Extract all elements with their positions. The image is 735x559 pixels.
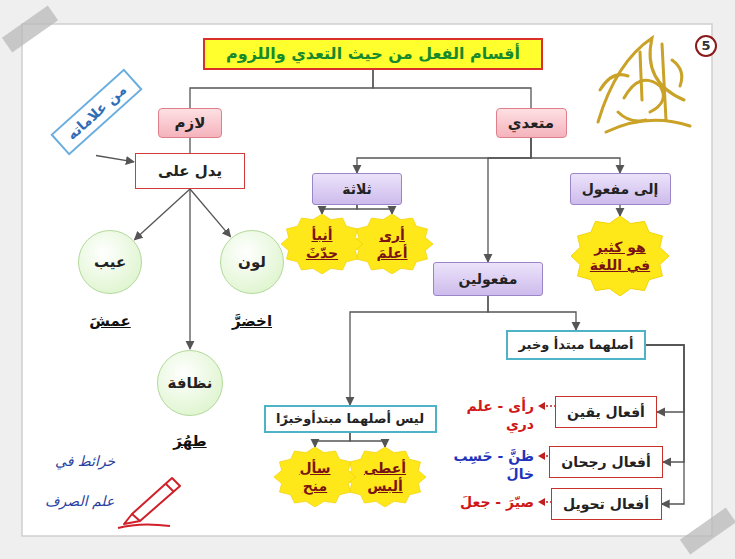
type-box: ثلاثة [312,173,402,205]
starburst-shape [274,447,356,507]
signature: خرائط في [55,452,115,470]
node-text: لازم [175,114,206,132]
signature: علم الصرف [45,492,114,510]
example-starburst: أعطى ألبس [344,447,426,507]
verb-examples: رأى - علم دري [450,397,534,433]
node-text: متعدي [508,114,554,132]
category-box: متعدي [496,108,567,138]
starburst-shape [344,447,426,507]
example-word: اخضرَّ [232,312,272,330]
node-text: أصلهما مبتدأ وخبر [518,336,633,354]
node-text: مفعولين [459,270,518,288]
connector [189,189,190,349]
connector [134,189,190,240]
connector [531,138,620,173]
example-starburst: هو كثير في اللغة [571,216,669,296]
connector [373,70,531,108]
node-text: عيب [94,253,126,271]
type-box: مفعولين [433,262,543,296]
node-text: أفعال تحويل [563,495,649,513]
meaning-circle: عيب [78,230,142,294]
node-text: نظافة [168,374,213,392]
gold-logo [598,38,690,132]
example-starburst: أرى أعلمَ [351,214,433,274]
category-box: لازم [158,108,222,138]
tape [2,6,58,53]
starburst-shape [351,214,433,274]
verb-examples: ظنَّ - حَسِب خالَ [450,447,534,483]
page-frame [22,24,712,536]
title-box: أقسام الفعل من حيث التعدي واللزوم [203,38,543,70]
node-text: ثلاثة [342,180,372,198]
starburst-shape [571,216,669,296]
meaning-circle: نظافة [157,350,223,416]
connector [322,205,357,214]
connector [357,138,531,173]
node-text: أعطى ألبس [360,459,410,495]
meaning-circle: لون [220,230,284,294]
node-text: أفعال يقين [567,403,645,421]
starburst-shape [281,214,363,274]
node-text: ليس أصلهما مبتدأوخبرًا [276,410,424,428]
connector [350,433,385,447]
example-word: طهُرَ [173,432,206,450]
connector [350,296,488,405]
node-text: أقسام الفعل من حيث التعدي واللزوم [226,45,520,63]
example-word: عمشَ [89,312,131,330]
connector [488,296,576,330]
node-text: أنبأ حدّثَ [297,226,347,262]
sign-box: يدل على [135,153,245,189]
connector [619,205,620,216]
pen-drawing [118,478,180,528]
callout-number: 5 [695,35,717,57]
node-text: هو كثير في اللغة [587,238,653,274]
verb-examples: صيّرَ - جعلَ [460,493,534,511]
node-text: أرى أعلمَ [367,226,417,262]
connector [315,433,350,447]
connector [357,205,392,214]
example-starburst: أنبأ حدّثَ [281,214,363,274]
tape [680,508,735,555]
verb-group-box: أفعال رجحان [549,446,663,478]
connector [96,156,134,162]
connector [488,138,531,262]
verb-group-box: أفعال تحويل [551,488,662,520]
node-text: إلى مفعول [582,180,659,198]
node-text: سأل منح [290,459,340,495]
node-text: يدل على [158,162,222,180]
connector [190,70,373,108]
origin-box: أصلهما مبتدأ وخبر [506,330,646,360]
node-text: لون [238,253,266,271]
verb-group-box: أفعال يقين [555,396,657,428]
origin-box: ليس أصلهما مبتدأوخبرًا [264,405,437,433]
connector [190,189,231,237]
type-box: إلى مفعول [570,173,671,205]
node-text: أفعال رجحان [561,453,651,471]
connector [189,138,190,153]
example-starburst: سأل منح [274,447,356,507]
